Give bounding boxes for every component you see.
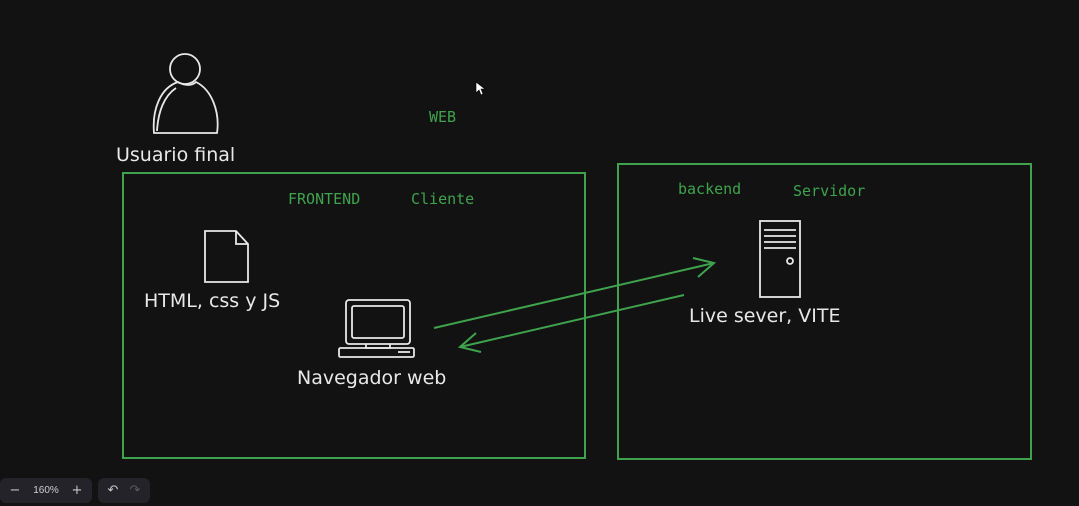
cursor-icon <box>475 81 486 96</box>
live-server-label[interactable]: Live sever, VITE <box>689 305 840 327</box>
history-controls: ↶ ↷ <box>98 478 150 503</box>
navegador-web-label[interactable]: Navegador web <box>297 367 446 389</box>
redo-button[interactable]: ↷ <box>129 483 141 498</box>
usuario-final-label[interactable]: Usuario final <box>116 144 235 166</box>
bottom-toolbar: − 160% + ↶ ↷ <box>0 478 150 503</box>
zoom-controls: − 160% + <box>0 478 92 503</box>
cliente-label[interactable]: Cliente <box>411 190 474 208</box>
zoom-in-button[interactable]: + <box>71 483 83 498</box>
document-icon[interactable] <box>204 230 249 283</box>
computer-icon[interactable] <box>338 299 415 358</box>
request-arrow[interactable] <box>433 257 717 329</box>
backend-box[interactable] <box>617 163 1032 460</box>
backend-label[interactable]: backend <box>678 180 741 198</box>
servidor-label[interactable]: Servidor <box>793 182 865 200</box>
server-icon[interactable] <box>759 220 801 298</box>
frontend-label[interactable]: FRONTEND <box>288 190 360 208</box>
zoom-level-button[interactable]: 160% <box>33 485 59 496</box>
user-icon[interactable] <box>152 53 219 134</box>
frontend-box[interactable] <box>122 172 586 459</box>
undo-button[interactable]: ↶ <box>107 483 119 498</box>
html-css-js-label[interactable]: HTML, css y JS <box>144 290 280 312</box>
zoom-out-button[interactable]: − <box>9 483 21 498</box>
web-label[interactable]: WEB <box>429 108 456 126</box>
response-arrow[interactable] <box>457 294 685 353</box>
